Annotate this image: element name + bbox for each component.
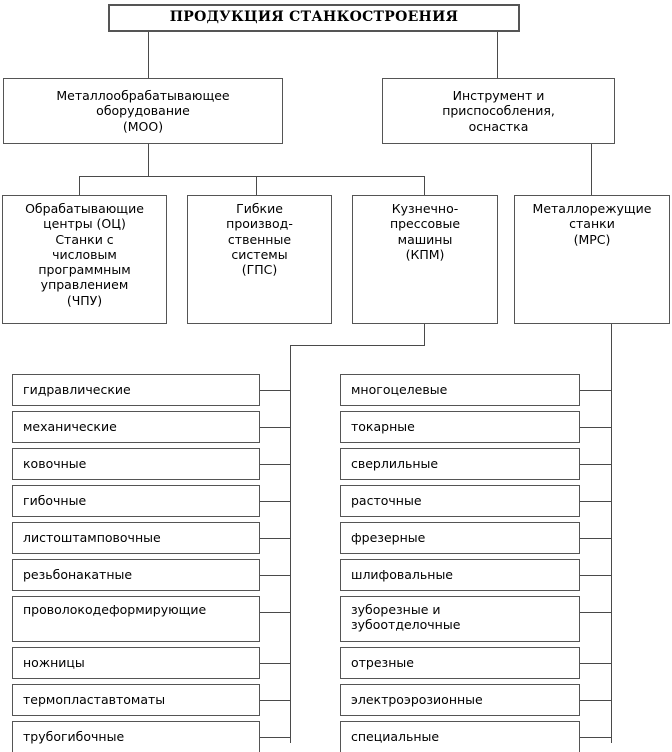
connector-mrs-stub-7: [580, 663, 611, 664]
leaf-label: гидравлические: [23, 382, 131, 398]
leaf-label: листоштамповочные: [23, 530, 161, 546]
leaf-node-mrs-1: токарные: [340, 411, 580, 443]
leaf-label: шлифовальные: [351, 567, 454, 583]
connector-kpm-stub-4: [260, 538, 290, 539]
leaf-node-kpm-6: проволокодеформирующие: [12, 596, 260, 642]
connector-mrs-stub-9: [580, 737, 611, 738]
node-metal-cutting-machines: Металлорежущие станки (МРС): [514, 195, 670, 324]
leaf-node-mrs-0: многоцелевые: [340, 374, 580, 406]
connector-mrs-stub-3: [580, 501, 611, 502]
connector-mrs-stub-5: [580, 575, 611, 576]
leaf-node-mrs-3: расточные: [340, 485, 580, 517]
leaf-label: многоцелевые: [351, 382, 448, 398]
connector-moo-stem: [148, 143, 149, 176]
leaf-label: термопластавтоматы: [23, 692, 166, 708]
leaf-node-kpm-1: механические: [12, 411, 260, 443]
connector-mrs-stub-2: [580, 464, 611, 465]
leaf-node-kpm-9: трубогибочные: [12, 721, 260, 752]
root-label: ПРОДУКЦИЯ СТАНКОСТРОЕНИЯ: [169, 9, 459, 26]
leaf-node-kpm-3: гибочные: [12, 485, 260, 517]
connector-moo-bus: [79, 176, 425, 177]
node-machining-centers-cnc: Обрабатывающие центры (ОЦ) Станки с числ…: [2, 195, 167, 324]
connector-kpm-spine: [290, 345, 291, 743]
leaf-node-mrs-4: фрезерные: [340, 522, 580, 554]
leaf-node-mrs-6: зуборезные и зубоотделочные: [340, 596, 580, 642]
connector-kpm-stub-2: [260, 464, 290, 465]
leaf-label: зуборезные и зубоотделочные: [351, 602, 461, 633]
connector-root-bus-left: [148, 30, 149, 78]
leaf-label: отрезные: [351, 655, 414, 671]
node-flexible-manufacturing-systems: Гибкие производ- ственные системы (ГПС): [187, 195, 332, 324]
node-label: Кузнечно- прессовые машины (КПМ): [389, 201, 461, 262]
node-label: Инструмент и приспособления, оснастка: [442, 88, 555, 134]
leaf-label: специальные: [351, 729, 440, 745]
node-label: Металлорежущие станки (МРС): [532, 201, 652, 247]
leaf-node-kpm-5: резьбонакатные: [12, 559, 260, 591]
connector-gps-stem: [256, 176, 257, 195]
connector-kpm-stub-5: [260, 575, 290, 576]
connector-oc-stem: [79, 176, 80, 195]
leaf-label: резьбонакатные: [23, 567, 133, 583]
connector-root-bus-right: [497, 30, 498, 78]
leaf-node-mrs-5: шлифовальные: [340, 559, 580, 591]
leaf-node-kpm-2: ковочные: [12, 448, 260, 480]
node-label: Обрабатывающие центры (ОЦ) Станки с числ…: [25, 201, 144, 308]
connector-kpm-stub-1: [260, 427, 290, 428]
node-forging-press-machines: Кузнечно- прессовые машины (КПМ): [352, 195, 498, 324]
connector-kpm-drop: [424, 323, 425, 345]
node-label: Гибкие производ- ственные системы (ГПС): [226, 201, 293, 277]
node-label: Металлообрабатывающее оборудование (МОО): [56, 88, 230, 134]
connector-mrs-stub-8: [580, 700, 611, 701]
leaf-label: трубогибочные: [23, 729, 125, 745]
connector-mrs-stub-1: [580, 427, 611, 428]
connector-kpm-stub-3: [260, 501, 290, 502]
connector-mrs-stub-4: [580, 538, 611, 539]
leaf-label: токарные: [351, 419, 415, 435]
node-metalworking-equipment: Металлообрабатывающее оборудование (МОО): [3, 78, 283, 144]
leaf-label: фрезерные: [351, 530, 426, 546]
connector-instrument-stem: [591, 143, 592, 195]
leaf-label: электроэрозионные: [351, 692, 483, 708]
leaf-label: расточные: [351, 493, 422, 509]
leaf-node-mrs-7: отрезные: [340, 647, 580, 679]
leaf-label: механические: [23, 419, 117, 435]
leaf-label: ножницы: [23, 655, 85, 671]
connector-kpm-stub-0: [260, 390, 290, 391]
leaf-node-kpm-0: гидравлические: [12, 374, 260, 406]
connector-kpm-stub-7: [260, 663, 290, 664]
leaf-node-kpm-7: ножницы: [12, 647, 260, 679]
leaf-node-kpm-4: листоштамповочные: [12, 522, 260, 554]
leaf-label: ковочные: [23, 456, 87, 472]
node-tools-and-fixtures: Инструмент и приспособления, оснастка: [382, 78, 615, 144]
leaf-node-kpm-8: термопластавтоматы: [12, 684, 260, 716]
leaf-node-mrs-8: электроэрозионные: [340, 684, 580, 716]
leaf-node-mrs-2: сверлильные: [340, 448, 580, 480]
connector-kpm-stub-9: [260, 737, 290, 738]
connector-mrs-stub-6: [580, 612, 611, 613]
connector-kpm-stub-6: [260, 612, 290, 613]
connector-mrs-spine: [611, 323, 612, 743]
leaf-label: проволокодеформирующие: [23, 602, 207, 617]
leaf-label: гибочные: [23, 493, 87, 509]
connector-mrs-stub-0: [580, 390, 611, 391]
connector-kpm-stem: [424, 176, 425, 195]
connector-kpm-elbow: [290, 345, 425, 346]
leaf-label: сверлильные: [351, 456, 439, 472]
root-node: ПРОДУКЦИЯ СТАНКОСТРОЕНИЯ: [108, 4, 520, 32]
connector-kpm-stub-8: [260, 700, 290, 701]
leaf-node-mrs-9: специальные: [340, 721, 580, 752]
